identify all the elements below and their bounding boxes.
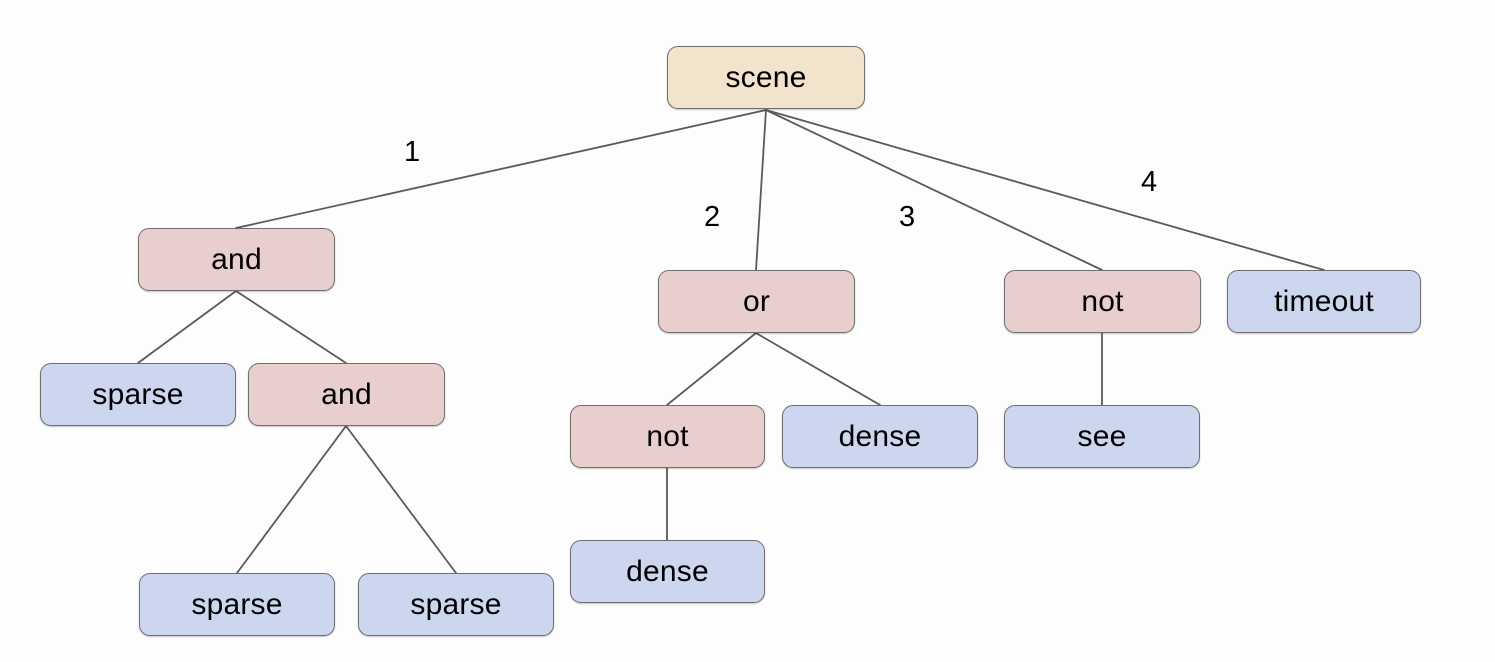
node-label: sparse	[191, 587, 283, 621]
node-not2[interactable]: not	[1004, 270, 1201, 333]
node-and2[interactable]: and	[248, 363, 445, 426]
node-label: not	[646, 419, 689, 453]
node-sparse1[interactable]: sparse	[40, 363, 236, 426]
node-scene[interactable]: scene	[667, 46, 865, 109]
edge-scene-to-timeout	[765, 109, 1325, 271]
node-label: and	[321, 377, 372, 411]
edge-or1-to-dense1	[755, 332, 881, 406]
edge-scene-to-and1	[235, 109, 767, 229]
edge-and2-to-sparse2	[236, 425, 347, 574]
edge-scene-to-not2	[765, 109, 1103, 271]
node-sparse3[interactable]: sparse	[358, 573, 554, 636]
node-label: or	[742, 284, 771, 318]
edge-label-3: 3	[899, 201, 916, 233]
edge-and1-to-and2	[235, 290, 347, 364]
node-timeout[interactable]: timeout	[1227, 270, 1421, 333]
edge-label-1: 1	[404, 136, 421, 168]
node-label: dense	[626, 554, 709, 588]
node-label: sparse	[92, 377, 184, 411]
node-label: see	[1077, 419, 1127, 453]
node-label: sparse	[410, 587, 502, 621]
node-or1[interactable]: or	[658, 270, 855, 333]
node-label: timeout	[1274, 284, 1374, 318]
edge-or1-to-not1	[666, 332, 757, 406]
node-and1[interactable]: and	[138, 228, 335, 291]
node-dense1[interactable]: dense	[782, 405, 978, 468]
node-label: dense	[838, 419, 922, 453]
node-label: and	[211, 242, 262, 276]
edge-scene-to-or1	[755, 109, 767, 271]
node-see[interactable]: see	[1004, 405, 1200, 468]
node-label: not	[1081, 284, 1124, 318]
edge-and2-to-sparse3	[345, 425, 457, 574]
node-dense2[interactable]: dense	[570, 540, 765, 603]
edge-label-4: 4	[1141, 166, 1158, 198]
edge-label-2: 2	[704, 201, 721, 233]
node-not1[interactable]: not	[570, 405, 765, 468]
node-sparse2[interactable]: sparse	[139, 573, 335, 636]
node-label: scene	[725, 60, 807, 94]
edge-and1-to-sparse1	[137, 290, 237, 364]
